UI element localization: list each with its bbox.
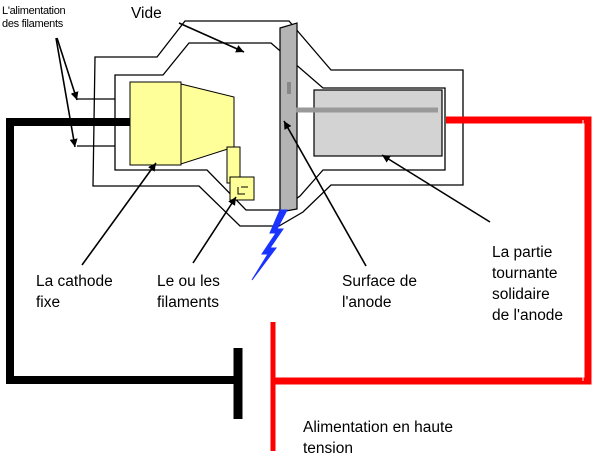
arrow-cathode	[81, 162, 157, 266]
label-high-voltage: Alimentation en haute tension	[303, 419, 453, 457]
label-anode-surface: Surface de l'anode	[342, 273, 417, 311]
cathode-cup	[129, 81, 182, 166]
arrow-supply-top	[56, 37, 79, 101]
label-rotating-part: La partie tournante solidaire de l'anode	[492, 244, 564, 324]
spark-icon	[251, 209, 288, 281]
arrow-vacuum	[178, 22, 245, 53]
inner-envelope	[114, 42, 446, 211]
arrow-anode-surface	[283, 120, 367, 267]
cathode-cone	[180, 83, 235, 165]
label-filament-supply: L'alimentation des filaments	[2, 5, 66, 30]
filament-coil	[229, 176, 255, 201]
arrow-supply-bottom	[55, 37, 78, 148]
label-cathode: La cathode fixe	[36, 273, 113, 311]
filament-coil-shape	[237, 186, 248, 195]
anode-disk	[279, 22, 298, 213]
label-filaments: Le ou les filaments	[157, 273, 220, 311]
arrow-filament	[192, 196, 237, 264]
hv-negative-wire	[6, 118, 237, 384]
arrow-rotating-part	[381, 154, 491, 223]
hv-positive-wire	[275, 116, 592, 385]
tube-envelope	[92, 20, 464, 227]
rotor	[313, 89, 443, 157]
label-vacuum: Vide	[131, 5, 162, 22]
